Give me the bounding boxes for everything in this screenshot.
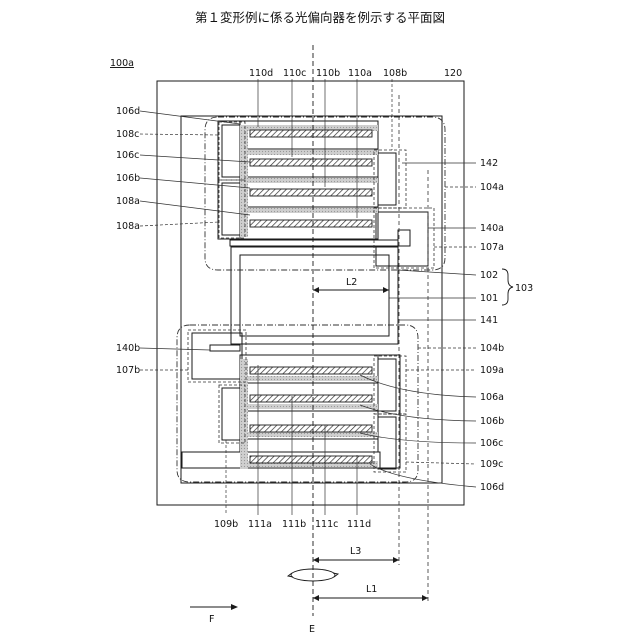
label-101: 101 xyxy=(480,293,498,304)
label-111c: 111c xyxy=(315,519,338,530)
label-106b-left: 106b xyxy=(116,173,140,184)
label-l3: L3 xyxy=(350,546,361,557)
label-100a: 100a xyxy=(110,58,134,69)
label-108b: 108b xyxy=(383,68,407,79)
direction-f-arrow xyxy=(190,604,238,610)
label-140a: 140a xyxy=(480,223,504,234)
label-111a: 111a xyxy=(248,519,272,530)
label-106c-left: 106c xyxy=(116,150,139,161)
mirror-101 xyxy=(240,255,389,336)
dimension-l1 xyxy=(313,595,428,601)
label-e: E xyxy=(309,624,315,635)
label-142: 142 xyxy=(480,158,498,169)
label-108a-left-2: 108a xyxy=(116,221,140,232)
label-110a: 110a xyxy=(348,68,372,79)
label-f: F xyxy=(209,614,214,625)
label-l2: L2 xyxy=(346,277,357,288)
label-110b: 110b xyxy=(316,68,340,79)
figure-title: 第１変形例に係る光偏向器を例示する平面図 xyxy=(195,10,445,25)
label-104a: 104a xyxy=(480,182,504,193)
label-108a-left-1: 108a xyxy=(116,196,140,207)
label-104b: 104b xyxy=(480,343,504,354)
label-106d-right: 106d xyxy=(480,482,504,493)
label-140b: 140b xyxy=(116,343,140,354)
label-106a-right: 106a xyxy=(480,392,504,403)
dimension-l3 xyxy=(313,557,399,563)
label-103: 103 xyxy=(515,283,533,294)
label-111d: 111d xyxy=(347,519,371,530)
brace-103 xyxy=(502,269,513,305)
label-111b: 111b xyxy=(282,519,306,530)
label-107a: 107a xyxy=(480,242,504,253)
label-106b-right: 106b xyxy=(480,416,504,427)
label-106d-left: 106d xyxy=(116,106,140,117)
label-l1: L1 xyxy=(366,584,377,595)
label-109a: 109a xyxy=(480,365,504,376)
label-108c-left: 108c xyxy=(116,129,139,140)
label-110d: 110d xyxy=(249,68,273,79)
label-102: 102 xyxy=(480,270,498,281)
label-110c: 110c xyxy=(283,68,306,79)
label-120: 120 xyxy=(444,68,462,79)
label-109c: 109c xyxy=(480,459,503,470)
label-107b: 107b xyxy=(116,365,140,376)
label-109b: 109b xyxy=(214,519,238,530)
label-141: 141 xyxy=(480,315,498,326)
label-106c-right: 106c xyxy=(480,438,503,449)
